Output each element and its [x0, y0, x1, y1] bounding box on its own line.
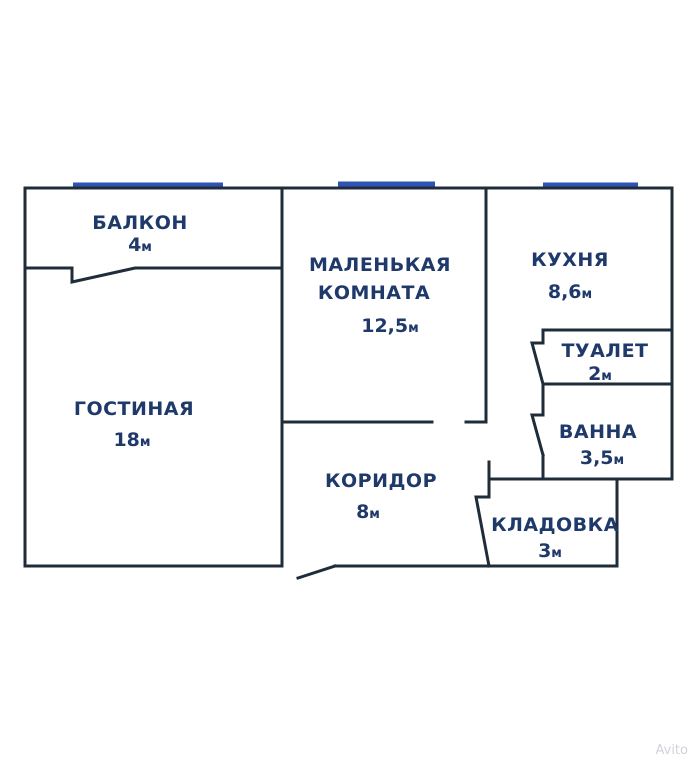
toilet-area: 2м	[588, 363, 612, 385]
pantry-label: КЛАДОВКА	[491, 514, 619, 536]
corridor-area: 8м	[356, 501, 380, 523]
small-room-area: 12,5м	[361, 315, 419, 337]
pantry-area: 3м	[538, 540, 562, 562]
living-room-area: 18м	[113, 429, 150, 451]
kitchen-label: КУХНЯ	[531, 249, 609, 271]
balcony-label: БАЛКОН	[92, 212, 188, 234]
kitchen-area: 8,6м	[548, 281, 592, 303]
walls	[23, 186, 674, 580]
bathroom-label: ВАННА	[559, 421, 637, 443]
living-room-label: ГОСТИНАЯ	[74, 398, 194, 420]
balcony-area: 4м	[128, 234, 152, 256]
corridor-label: КОРИДОР	[325, 470, 437, 492]
small-room-label-line1: МАЛЕНЬКАЯ	[309, 254, 451, 276]
bathroom-area: 3,5м	[580, 447, 624, 469]
small-room-label-line2: КОМНАТА	[318, 282, 430, 304]
toilet-label: ТУАЛЕТ	[561, 340, 648, 362]
watermark-logo: Avito	[656, 743, 689, 758]
